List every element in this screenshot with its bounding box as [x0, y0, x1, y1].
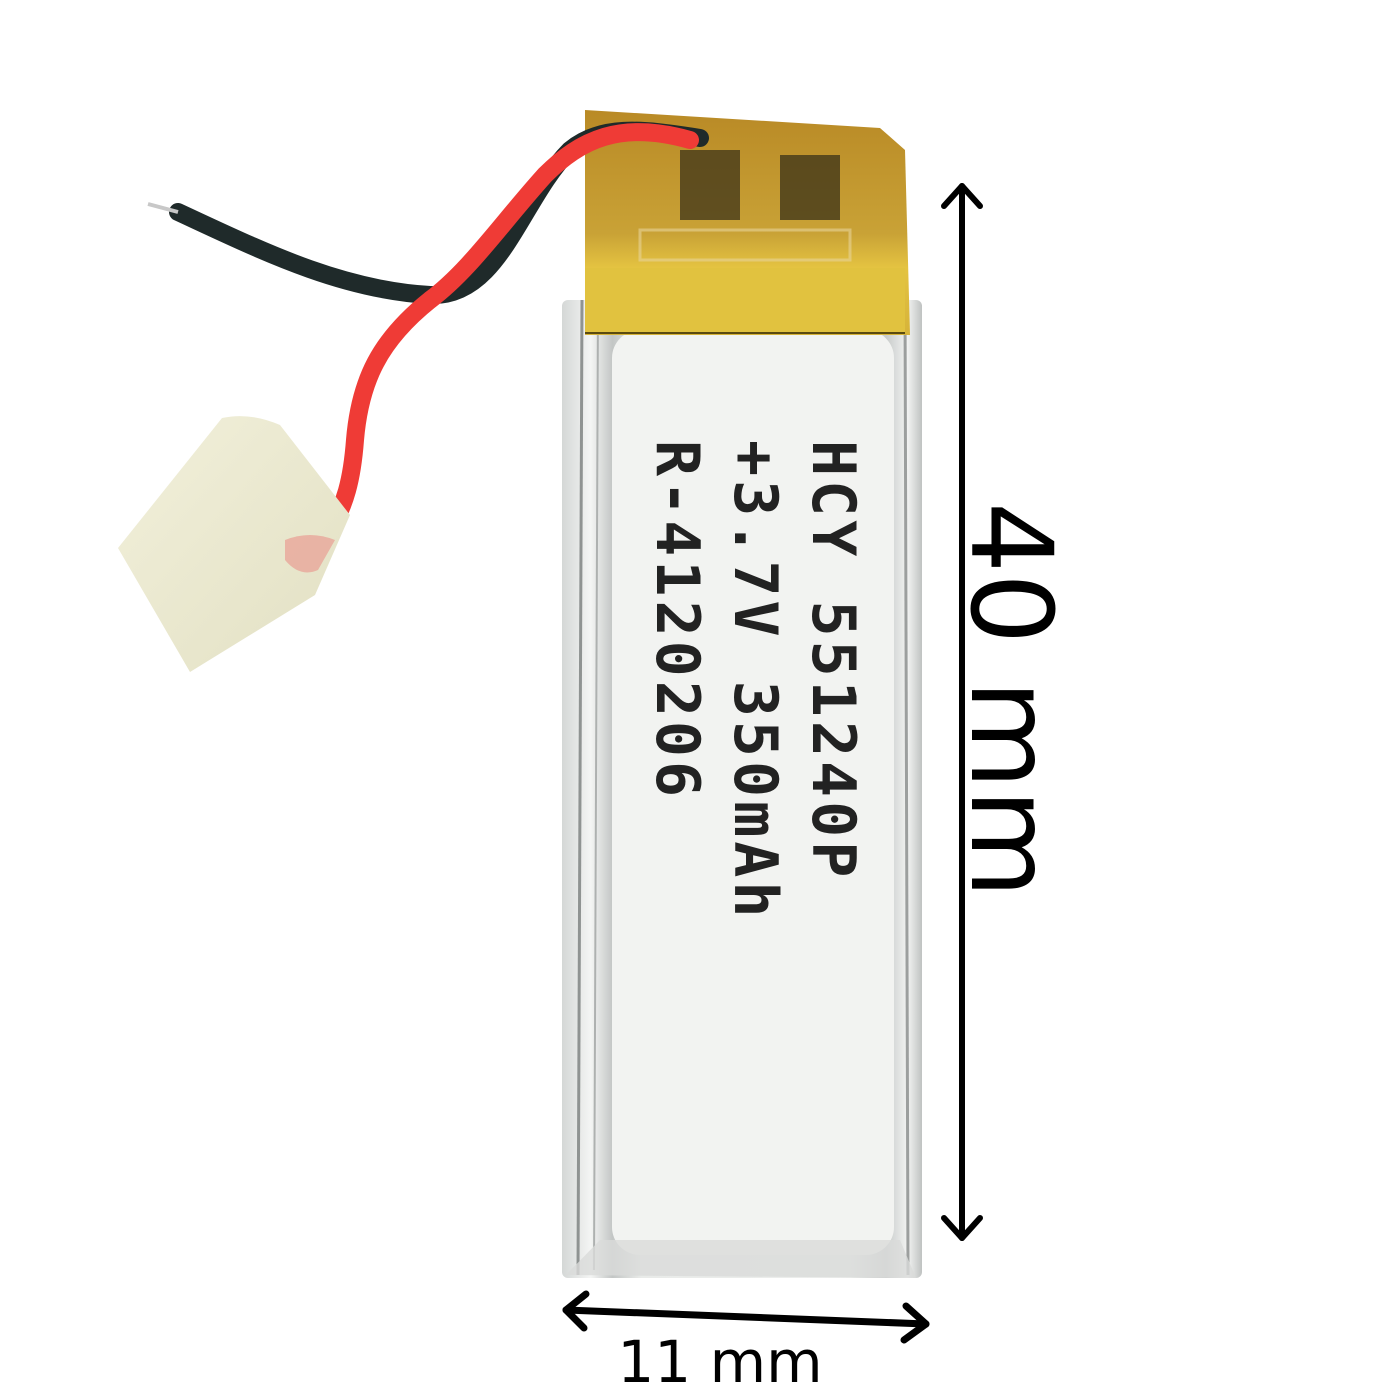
model-number-text: HCY 551240P: [798, 440, 868, 882]
battery-body: [562, 299, 922, 1278]
batch-code-text: R-4120206: [642, 440, 712, 802]
width-dimension-label: 11 mm: [617, 1328, 823, 1396]
pcm-chip: [780, 155, 840, 220]
black-wire-lead: [147, 202, 179, 214]
connector-tab: [118, 416, 350, 672]
height-dimension-arrow: [941, 183, 983, 1241]
kapton-tape: [585, 110, 910, 335]
pcm-chip: [680, 150, 740, 220]
width-dimension-arrow: [562, 1290, 930, 1344]
battery-printed-label: HCY 551240P +3.7V 350mAh R-4120206: [642, 440, 868, 1060]
red-wire: [321, 123, 699, 539]
height-dimension-label: 40 mm: [945, 501, 1075, 899]
voltage-capacity-text: +3.7V 350mAh: [720, 440, 790, 922]
